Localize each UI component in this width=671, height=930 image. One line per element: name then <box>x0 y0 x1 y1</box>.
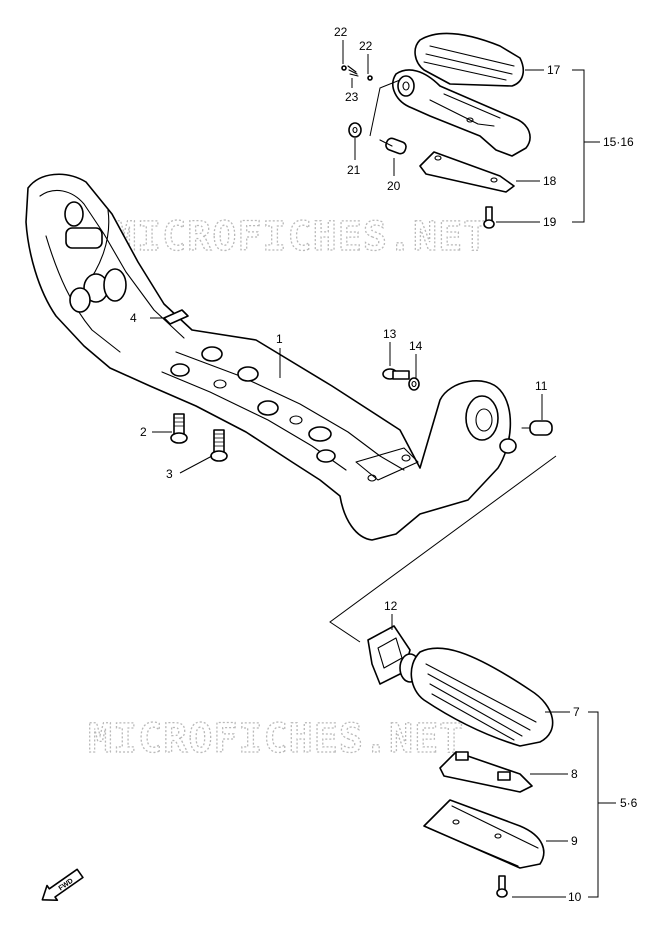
part-2-bolt <box>170 413 188 444</box>
callout-12: 12 <box>384 599 398 613</box>
rear-footrest-assembly <box>341 32 531 229</box>
callout-22-left: 22 <box>334 25 348 39</box>
callout-1: 1 <box>276 332 283 346</box>
group-callout-15-16: 15·16 <box>603 135 634 149</box>
part-3-bolt <box>210 429 228 462</box>
part-4-clip <box>150 309 189 325</box>
watermark-bottom: MICROFICHES.NET <box>88 716 464 762</box>
callout-20: 20 <box>387 179 401 193</box>
leader-lines <box>152 40 616 898</box>
callout-19: 19 <box>543 215 557 229</box>
callout-17: 17 <box>547 63 561 77</box>
front-footrest-assembly <box>367 625 554 898</box>
part-13-bolt <box>382 368 410 380</box>
callout-13: 13 <box>383 327 397 341</box>
callout-21: 21 <box>347 163 361 177</box>
callout-11: 11 <box>535 379 548 393</box>
footrest-bracket <box>25 173 517 541</box>
part-14-washer <box>408 377 420 391</box>
connection-line <box>329 455 557 643</box>
callout-3: 3 <box>166 467 173 481</box>
group-callout-5-6: 5·6 <box>620 796 638 810</box>
callout-22-right: 22 <box>359 39 373 53</box>
callout-labels: 1 2 3 4 7 8 9 10 11 12 13 14 17 18 19 20… <box>130 25 638 904</box>
part-11-cap <box>521 420 553 436</box>
callout-18: 18 <box>543 174 557 188</box>
callout-9: 9 <box>571 834 578 848</box>
callout-4: 4 <box>130 311 137 325</box>
callout-8: 8 <box>571 767 578 781</box>
callout-2: 2 <box>140 425 147 439</box>
callout-10: 10 <box>568 890 582 904</box>
watermark-top: MICROFICHES.NET <box>112 214 488 260</box>
callout-7: 7 <box>573 705 580 719</box>
fwd-arrow-icon: FWD <box>41 868 84 902</box>
callout-14: 14 <box>409 339 423 353</box>
callout-23: 23 <box>345 90 359 104</box>
